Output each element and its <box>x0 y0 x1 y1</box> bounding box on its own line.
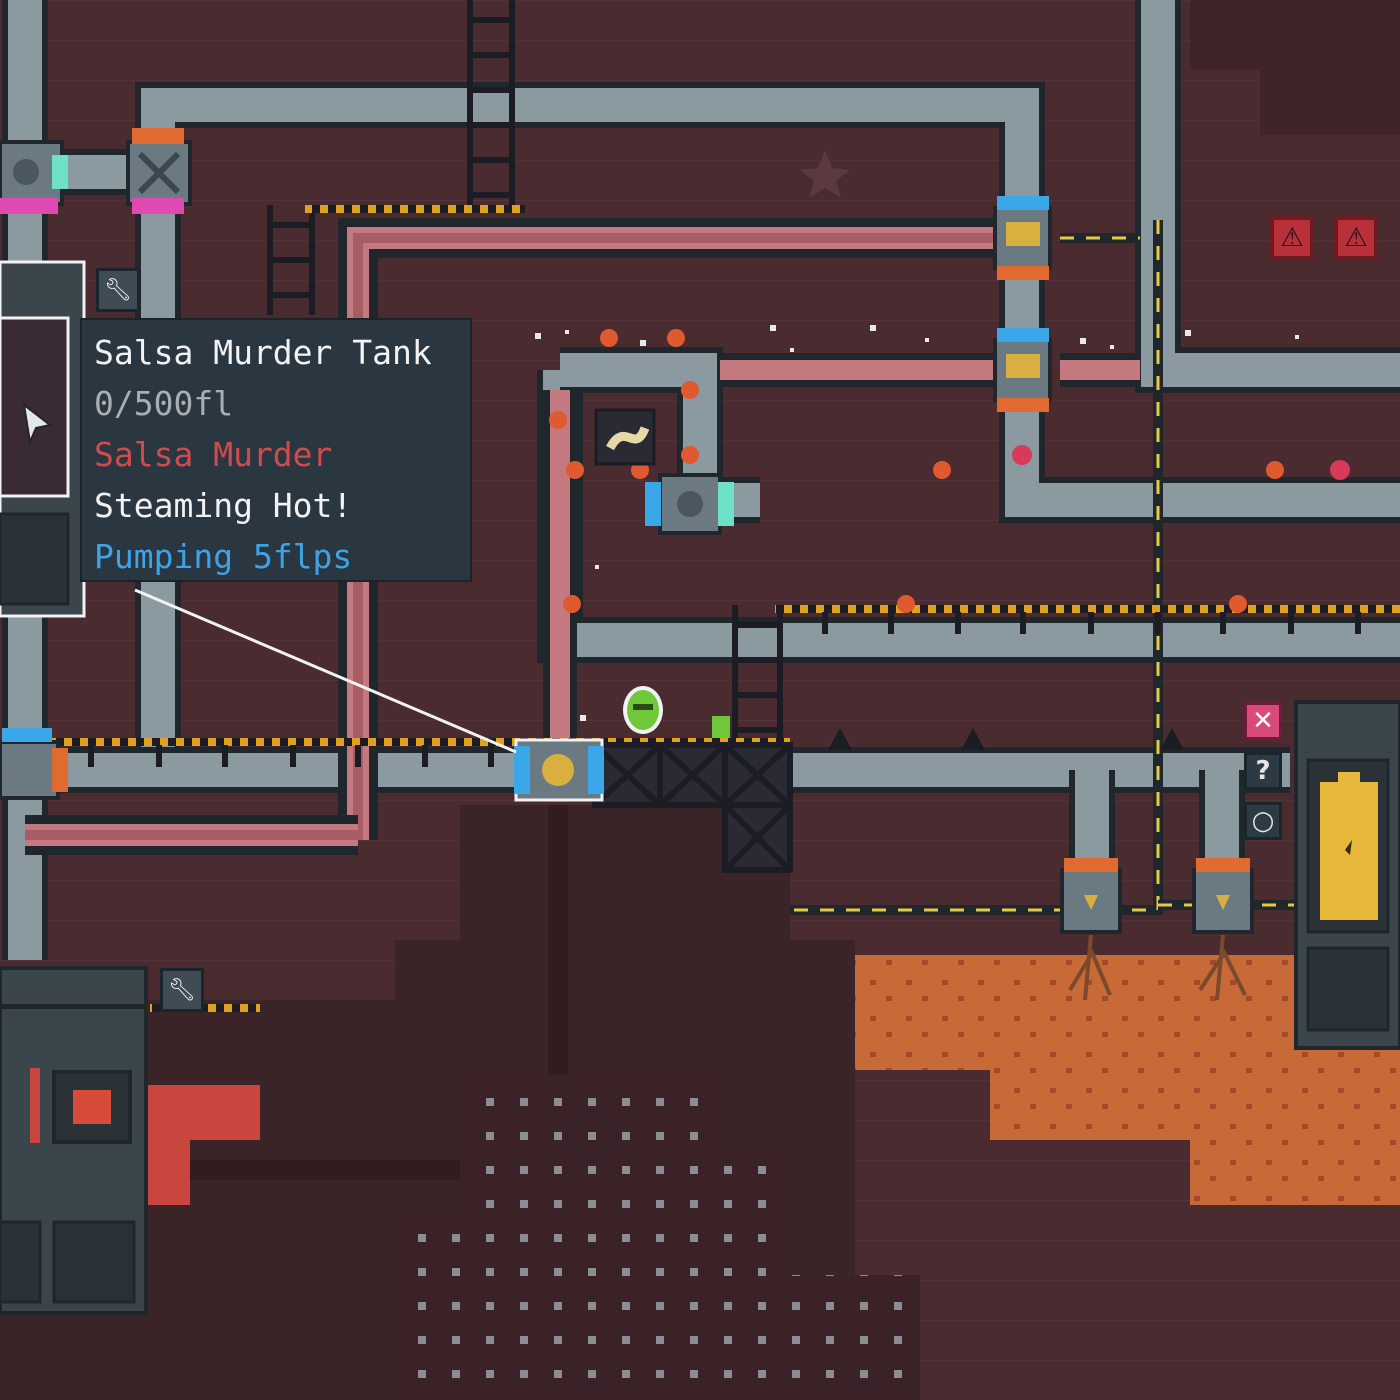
rock-area-top-right <box>1190 0 1400 135</box>
tooltip-state: Steaming Hot! <box>94 486 353 525</box>
cursor-icon <box>22 402 53 446</box>
ladder-top <box>467 0 515 205</box>
wrench-button-top[interactable]: 🔧︎ <box>96 268 140 312</box>
warning-icon: ⚠ <box>1280 223 1304 253</box>
help-icon: ? <box>1255 756 1271 786</box>
close-icon: ✕ <box>1252 706 1274 736</box>
pipe-junction-top-left[interactable] <box>0 140 68 214</box>
close-button[interactable]: ✕ <box>1244 702 1282 740</box>
wrench-icon: 🔧︎ <box>168 977 196 1003</box>
hazard-rail-top <box>305 205 525 213</box>
rail-hooks <box>88 612 1361 767</box>
tooltip-pointer-line <box>134 588 517 754</box>
plant-roots <box>1068 934 1247 1001</box>
pump-middle[interactable] <box>993 328 1052 412</box>
tooltip-title: Salsa Murder Tank <box>94 333 432 372</box>
warning-cones <box>828 728 1184 750</box>
help-button[interactable]: ? <box>1244 752 1282 790</box>
cycle-icon: ○ <box>1251 806 1275 836</box>
hazard-rail-left <box>50 738 790 746</box>
wrench-button-bottom[interactable]: 🔧︎ <box>160 968 204 1012</box>
green-worker-character[interactable] <box>623 686 663 734</box>
salsa-pipe-network <box>25 218 1140 855</box>
wrench-icon: 🔧︎ <box>104 277 132 303</box>
star-floor-mark <box>800 150 850 198</box>
salsa-tank-valve[interactable] <box>514 738 604 802</box>
tooltip-capacity: 0/500fl <box>94 384 234 423</box>
ladder-middle <box>732 605 783 745</box>
pipe-filter-top[interactable] <box>126 128 192 214</box>
pump-control-machine[interactable] <box>0 966 148 1315</box>
salsa-pool <box>145 1085 260 1205</box>
green-alien-small <box>712 716 730 738</box>
pipe-junction-center[interactable] <box>645 473 734 535</box>
tooltip-rate: Pumping 5flps <box>94 537 353 576</box>
hydroponic-pump-2[interactable] <box>1192 858 1254 934</box>
pink-flowers <box>1012 445 1350 480</box>
tank-tooltip: Salsa Murder Tank 0/500fl Salsa Murder S… <box>80 318 472 582</box>
tooltip-contents: Salsa Murder <box>94 435 333 474</box>
warning-button-1[interactable]: ⚠ <box>1270 216 1314 260</box>
pump-top[interactable] <box>993 196 1052 280</box>
salsa-tank-panel[interactable] <box>0 260 86 618</box>
warning-button-2[interactable]: ⚠ <box>1334 216 1378 260</box>
cycle-button[interactable]: ○ <box>1244 802 1282 840</box>
battery-machine[interactable] <box>1294 700 1400 1050</box>
stone-deposit <box>395 1010 920 1400</box>
hazard-rail-bottom-left <box>150 1004 260 1012</box>
scaffold-crates <box>592 742 793 873</box>
ladder-left <box>267 205 315 315</box>
steam-sparkles <box>535 325 1299 721</box>
warning-icon: ⚠ <box>1344 223 1368 253</box>
hydroponic-pump-1[interactable] <box>1060 858 1122 934</box>
pipe-valve-left[interactable] <box>0 728 68 800</box>
worm-sign <box>594 408 656 466</box>
hazard-rail-right <box>775 605 1400 613</box>
stop-icon <box>73 1090 111 1124</box>
soil-deposit <box>855 955 1400 1205</box>
